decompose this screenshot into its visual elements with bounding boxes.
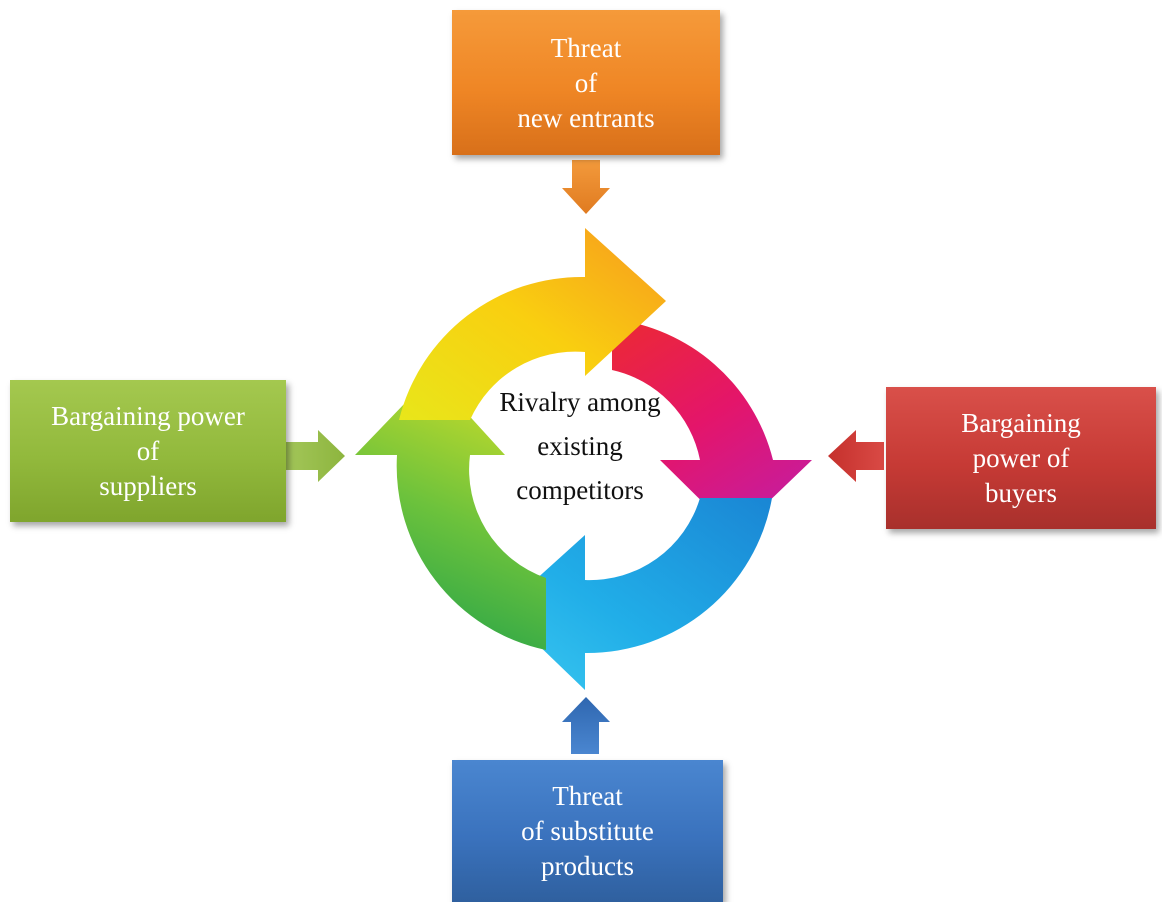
- cycle-arrow-red: [612, 319, 812, 534]
- force-buyers: Bargaining power of buyers: [886, 387, 1156, 529]
- center-line-3: competitors: [516, 475, 644, 505]
- arrow-buyers-left: [828, 430, 884, 482]
- force-buyers-line-2: power of: [972, 442, 1070, 473]
- arrow-suppliers-right: [286, 430, 345, 482]
- force-new-entrants-line-1: Threat: [550, 33, 622, 63]
- force-suppliers-line-3: suppliers: [99, 470, 197, 501]
- force-substitutes: Threat of substitute products: [452, 760, 723, 902]
- force-suppliers-line-1: Bargaining power: [51, 400, 245, 431]
- force-new-entrants-line-3: new entrants: [517, 103, 655, 133]
- cycle-ring: [355, 228, 812, 690]
- force-new-entrants-line-2: of: [574, 68, 598, 98]
- center-rivalry-label: Rivalry among existing competitors: [470, 380, 690, 512]
- force-suppliers-line-2: of: [136, 435, 160, 466]
- force-substitutes-line-1: Threat: [552, 780, 623, 811]
- cycle-arrow-green: [355, 375, 546, 650]
- force-buyers-line-3: buyers: [985, 477, 1057, 508]
- arrow-substitutes-up: [562, 697, 610, 754]
- force-suppliers: Bargaining power of suppliers: [10, 380, 286, 522]
- force-new-entrants: Threat of new entrants: [452, 10, 720, 155]
- force-substitutes-line-2: of substitute: [521, 815, 654, 846]
- cycle-arrow-blue: [502, 498, 772, 690]
- center-line-2: existing: [537, 431, 623, 461]
- force-substitutes-line-3: products: [541, 850, 634, 881]
- arrow-new-entrants-down: [562, 160, 610, 214]
- cycle-arrow-yellow: [399, 228, 666, 420]
- force-buyers-line-1: Bargaining: [961, 407, 1081, 438]
- center-line-1: Rivalry among: [499, 387, 661, 417]
